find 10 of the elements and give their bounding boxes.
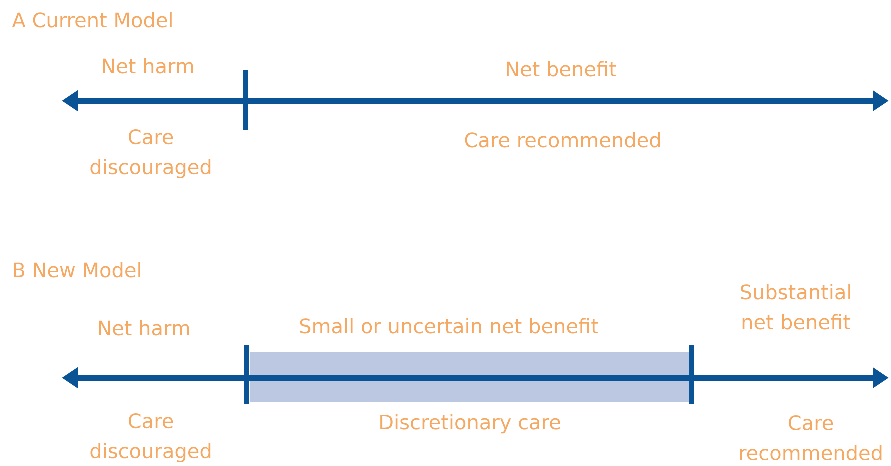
zone-label: Care recommended xyxy=(740,415,882,461)
zone-label: Substantial net benefit xyxy=(741,284,850,330)
zone-label: Care recommended xyxy=(465,132,660,148)
panel-title: B New Model xyxy=(14,262,140,278)
panel-title: A Current Model xyxy=(12,12,172,28)
zone-label: Care discouraged xyxy=(90,130,211,178)
zone-label: Care discouraged xyxy=(90,414,211,462)
zone-label: Net harm xyxy=(99,320,190,336)
zone-label: Net harm xyxy=(103,58,194,74)
zone-label: Net benefit xyxy=(507,61,616,77)
